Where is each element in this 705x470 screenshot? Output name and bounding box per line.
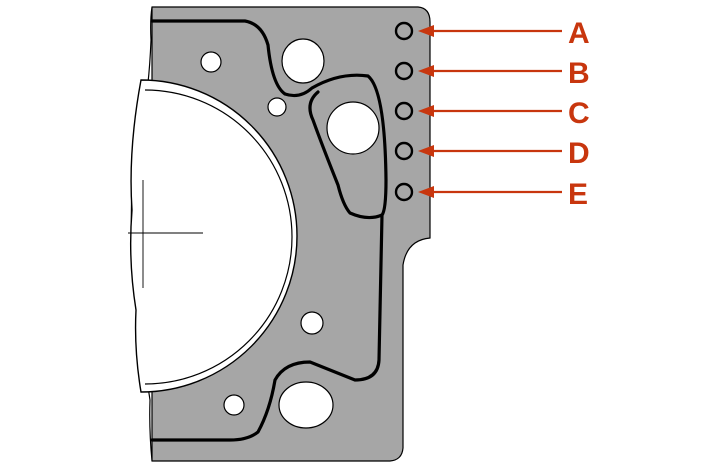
gasket-left-edge — [0, 0, 152, 470]
sealing-bead-line-lower — [150, 213, 384, 442]
hole-top-large — [281, 38, 325, 84]
callout-d-arrowhead — [418, 145, 434, 157]
callout-c: C — [418, 97, 590, 130]
callout-d: D — [418, 137, 590, 170]
callout-b: B — [418, 57, 590, 90]
callout-b-label: B — [568, 57, 590, 90]
id-hole-a — [394, 21, 414, 41]
callout-c-arrowhead — [418, 105, 434, 117]
callout-b-arrowhead — [418, 65, 434, 77]
callout-d-label: D — [568, 137, 590, 170]
id-hole-b — [394, 61, 414, 81]
callout-a-label: A — [568, 17, 590, 50]
callout-e-arrowhead — [418, 186, 434, 198]
callout-e-label: E — [568, 178, 588, 211]
cylinder-bore-ring — [144, 89, 293, 385]
id-hole-e — [394, 182, 414, 202]
callout-a-arrowhead — [418, 25, 434, 37]
cylinder-bore — [129, 79, 298, 393]
id-hole-c — [394, 101, 414, 121]
hole-lower-small — [300, 311, 324, 335]
hole-bottom-small — [223, 394, 245, 416]
identification-holes — [394, 21, 414, 202]
hole-bottom-large — [278, 381, 334, 429]
sealing-bead-line — [150, 19, 388, 220]
callout-c-label: C — [568, 97, 590, 130]
callout-a: A — [418, 17, 590, 50]
hole-top-small — [200, 51, 222, 73]
callout-e: E — [418, 178, 588, 211]
hole-small-mid — [267, 97, 287, 117]
hole-oil-passage — [326, 101, 380, 155]
id-hole-d — [394, 141, 414, 161]
